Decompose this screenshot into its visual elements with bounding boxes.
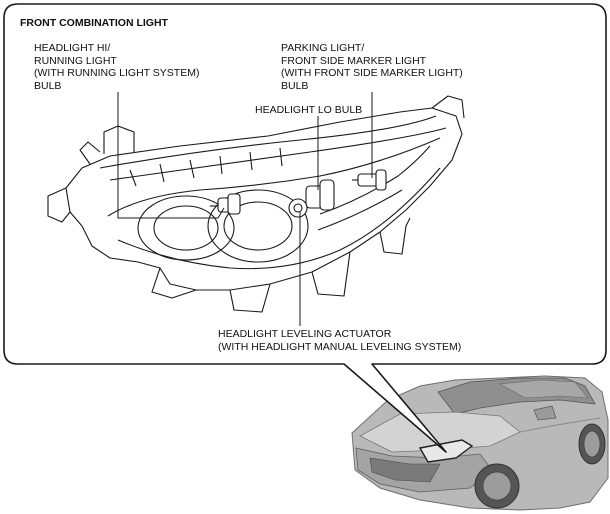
leader-line-headlight-hi [117, 92, 225, 219]
car-illustration [351, 375, 609, 511]
label-leveling-actuator: HEADLIGHT LEVELING ACTUATOR (WITH HEADLI… [218, 328, 462, 353]
bulb-sockets [210, 169, 387, 218]
headlight-lo-bulb-socket [288, 179, 335, 218]
headlight-hi-bulb-socket [210, 193, 241, 215]
label-parking-light: PARKING LIGHT/ FRONT SIDE MARKER LIGHT (… [281, 42, 463, 92]
leader-lines [117, 92, 373, 326]
label-headlight-lo: HEADLIGHT LO BULB [255, 104, 363, 116]
label-headlight-hi: HEADLIGHT HI/ RUNNING LIGHT (WITH RUNNIN… [34, 42, 200, 92]
diagram-title: FRONT COMBINATION LIGHT [20, 17, 168, 29]
parking-light-bulb-socket [352, 169, 387, 191]
headlamp-assembly [47, 95, 465, 313]
